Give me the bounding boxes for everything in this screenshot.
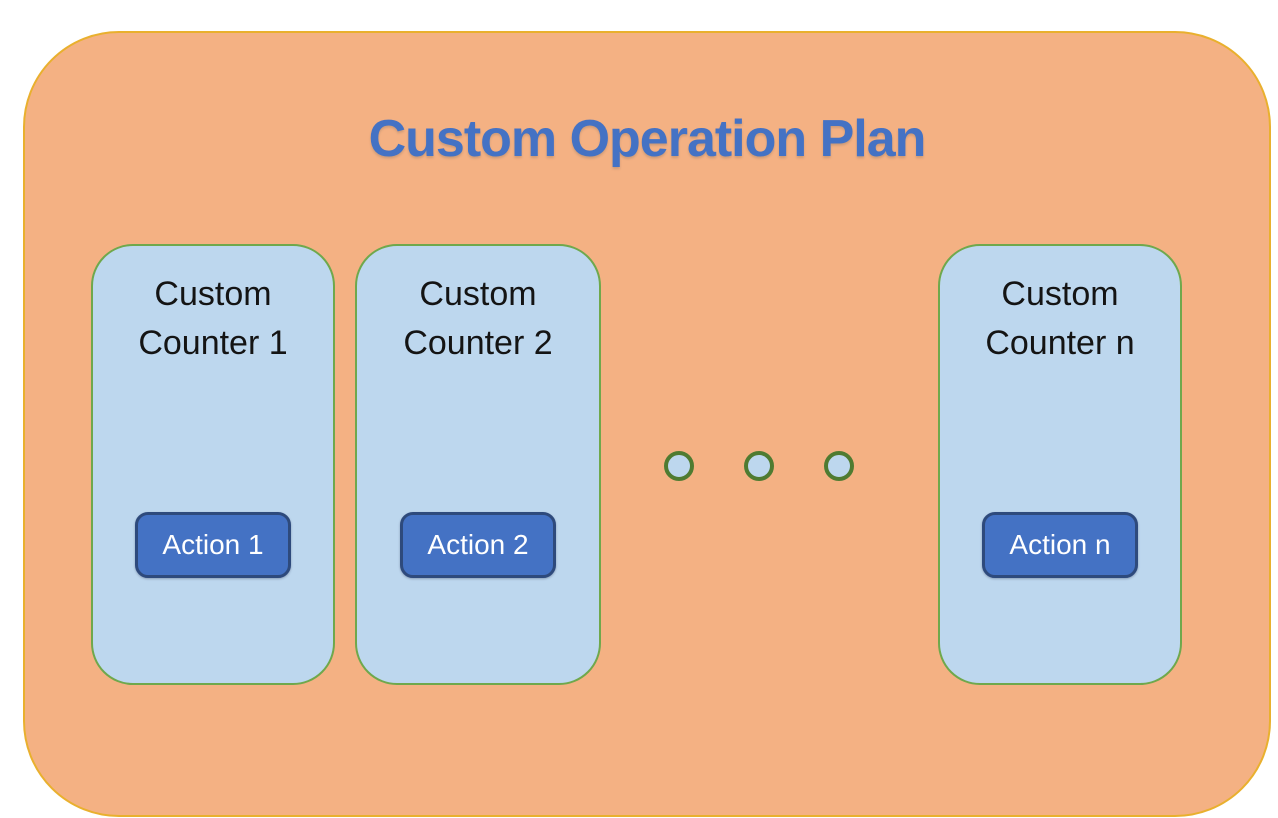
- counter-card-1: Custom Counter 1 Action 1: [91, 244, 335, 685]
- ellipsis-dot-icon: [824, 451, 854, 481]
- action-1-button[interactable]: Action 1: [135, 512, 291, 578]
- action-n-button[interactable]: Action n: [982, 512, 1138, 578]
- counter-label-2: Custom Counter 2: [403, 275, 553, 362]
- counter-card-2: Custom Counter 2 Action 2: [355, 244, 601, 685]
- ellipsis-dots: [664, 451, 854, 481]
- counter-label-n: Custom Counter n: [985, 275, 1135, 362]
- counter-card-n: Custom Counter n Action n: [938, 244, 1182, 685]
- operation-plan-container: Custom Operation Plan Custom Counter 1 A…: [23, 31, 1271, 817]
- diagram-title: Custom Operation Plan: [368, 110, 927, 168]
- ellipsis-dot-icon: [664, 451, 694, 481]
- counter-label-1: Custom Counter 1: [138, 275, 288, 362]
- ellipsis-dot-icon: [744, 451, 774, 481]
- action-2-button[interactable]: Action 2: [400, 512, 556, 578]
